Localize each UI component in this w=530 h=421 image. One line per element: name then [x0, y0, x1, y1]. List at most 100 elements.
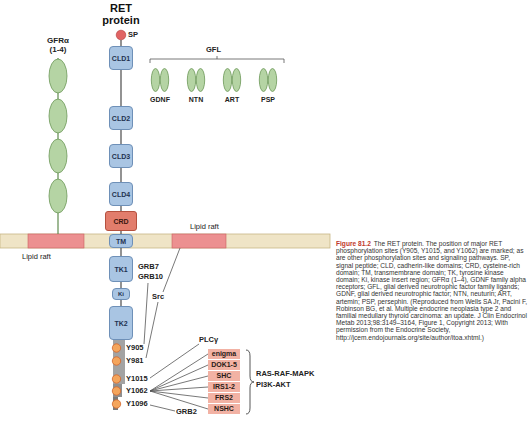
signaling-connector: [150, 376, 208, 391]
ligand-monomer: [187, 69, 195, 92]
raft-label: Lipid raft: [22, 252, 51, 262]
ligand-shape: [222, 68, 242, 92]
ligand-monomer: [196, 69, 204, 92]
adaptor-label: SHC: [217, 372, 232, 379]
signaling-connector: [150, 354, 208, 391]
figure-number: Figure 81.2: [336, 240, 371, 247]
domain-label: CRD: [113, 218, 128, 225]
domain-linker: [120, 248, 121, 256]
phospho-site: Y1062: [112, 386, 150, 396]
domain-linker: [120, 300, 121, 306]
phospho-site: Y1015: [112, 374, 150, 384]
phospho-site-shape: [112, 356, 122, 366]
domain-linker: [120, 70, 121, 106]
adaptor-label: IRS1-2: [213, 383, 235, 390]
ligand-shape: [186, 68, 206, 92]
site-label: Y1096: [126, 399, 148, 409]
phospho-site: Y905: [112, 343, 150, 353]
site-label: Y1015: [126, 374, 148, 384]
ligand-dimer: NTN: [186, 68, 206, 92]
ligand-label: NTN: [174, 95, 218, 104]
adaptor-box: NSHC: [208, 404, 240, 414]
binding-partner: GRB10: [138, 272, 163, 282]
protein-tail: [113, 340, 125, 384]
caption-block: Figure 81.2The RET protein. The position…: [336, 240, 528, 341]
adaptor-label: NSHC: [214, 405, 234, 412]
signal-peptide: SP: [116, 30, 126, 40]
adaptor-box: SHC: [208, 371, 240, 381]
leader-line: [150, 405, 175, 411]
phospho-site-shape: [112, 386, 122, 396]
co-receptor-shape: [48, 58, 68, 218]
phospho-site: Y1096: [112, 399, 150, 409]
pathway-brace: [246, 350, 254, 414]
phospho-site-shape: [112, 399, 122, 409]
site-label: Y1062: [126, 386, 148, 396]
ligand-label: ART: [210, 95, 254, 104]
ligand-label: PSP: [246, 95, 290, 104]
domain-linker: [120, 130, 121, 144]
co-receptor: GFRα (1-4): [48, 58, 68, 218]
pathway-label: PI3K-AKT: [256, 380, 291, 390]
ligand-monomer: [232, 69, 240, 92]
phospho-circle: [112, 344, 120, 352]
transmembrane-domain: TM: [109, 234, 133, 248]
domain-linker: [120, 168, 121, 182]
domain-label: CLD3: [112, 153, 130, 160]
domain-label: TK1: [114, 266, 127, 273]
cysteine-rich-domain: CRD: [105, 211, 137, 231]
adaptor-label: DOK1-5: [211, 361, 237, 368]
adaptor-label: FRS2: [215, 394, 233, 401]
ligand-dimer: ART: [222, 68, 242, 92]
domain-label: CLD4: [112, 191, 130, 198]
ligand-bracket: [150, 56, 284, 63]
lipid-raft: [172, 234, 226, 248]
leader-line: [163, 248, 180, 292]
binding-partner: Src: [152, 292, 164, 302]
ligand-label: GDNF: [138, 95, 182, 104]
group-label: GFL: [206, 45, 221, 55]
domain-label: CLD2: [112, 115, 130, 122]
ligand-dimer: GDNF: [150, 68, 170, 92]
ligand-monomer: [151, 69, 159, 92]
binding-partner: GRB2: [176, 407, 197, 417]
domain-linker: [120, 282, 121, 288]
cadherin-domain: CLD1: [109, 46, 133, 70]
adaptor-label: enigma: [212, 350, 237, 357]
signaling-connector: [150, 387, 208, 391]
ligand-monomer: [259, 69, 267, 92]
domain-linker: [120, 40, 121, 46]
receptor-stalk: [57, 218, 58, 234]
kinase-domain: TK2: [109, 306, 133, 340]
co-receptor-domain: [49, 139, 67, 173]
ligand-shape: [258, 68, 278, 92]
domain-label: SP: [128, 30, 138, 40]
adaptor-box: FRS2: [208, 393, 240, 403]
co-receptor-domain: [49, 59, 67, 93]
leader-line: [150, 344, 199, 378]
site-label: Y905: [126, 343, 144, 353]
cadherin-domain: CLD2: [109, 106, 133, 130]
phospho-site: Y981: [112, 356, 150, 366]
adaptor-box: IRS1-2: [208, 382, 240, 392]
cadherin-domain: CLD3: [109, 144, 133, 168]
signaling-connector: [150, 391, 208, 409]
ligand-monomer: [223, 69, 231, 92]
phospho-circle: [112, 357, 120, 365]
cadherin-domain: CLD4: [109, 182, 133, 206]
signal-peptide-shape: [116, 30, 126, 40]
kinase-domain: TK1: [109, 256, 133, 282]
adaptor-box: DOK1-5: [208, 360, 240, 370]
kinase-insert: Ki: [112, 288, 130, 300]
receptor-label: GFRα (1-4): [43, 36, 73, 54]
protein-tail: [113, 384, 122, 397]
phospho-site-shape: [112, 374, 122, 384]
domain-label: TM: [116, 238, 126, 245]
phospho-circle: [112, 375, 120, 383]
phospho-circle: [112, 400, 120, 408]
domain-label: Ki: [118, 291, 124, 297]
leader-line: [144, 283, 148, 344]
